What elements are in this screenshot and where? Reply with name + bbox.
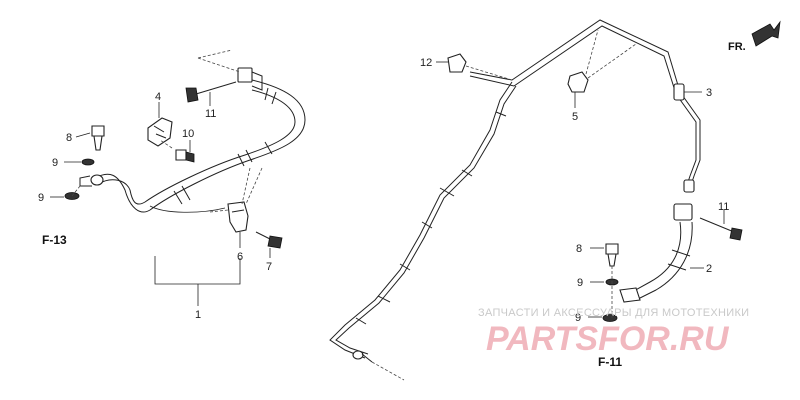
group-bracket-1 — [154, 256, 241, 306]
brake-hose-2 — [619, 203, 704, 303]
banjo-bolt-8-left — [75, 125, 105, 151]
washers-9-left — [50, 158, 95, 200]
callout-11-right: 11 — [718, 201, 729, 213]
front-label: FR. — [728, 41, 746, 53]
bolt-10 — [159, 139, 195, 163]
callout-9-right-lower: 9 — [575, 312, 581, 324]
callout-3: 3 — [706, 87, 712, 99]
ref-f13: F-13 — [42, 233, 67, 247]
callout-9-left-lower: 9 — [38, 192, 44, 204]
callout-6: 6 — [237, 251, 243, 263]
callout-4: 4 — [155, 91, 161, 103]
callout-5: 5 — [572, 111, 578, 123]
callout-12: 12 — [420, 57, 432, 69]
clip-5 — [567, 29, 637, 108]
front-direction-arrow — [751, 20, 781, 47]
bolt-7 — [255, 231, 283, 258]
callout-2: 2 — [706, 263, 712, 275]
ref-f11: F-11 — [598, 355, 622, 369]
hose-assembly-1 — [79, 67, 306, 213]
bracket-4 — [147, 102, 173, 147]
watermark-tagline: ЗАПЧАСТИ И АКСЕССУАРЫ ДЛЯ МОТОТЕХНИКИ — [478, 307, 749, 319]
callout-8-left: 8 — [66, 132, 72, 144]
clamp-6 — [209, 167, 263, 248]
callout-7: 7 — [266, 261, 272, 273]
bolt-11-left — [185, 49, 241, 106]
banjo-bolt-8-right — [590, 243, 619, 267]
clamp-12 — [436, 53, 513, 81]
callout-1: 1 — [195, 309, 201, 321]
callout-10: 10 — [182, 128, 194, 140]
callout-9-left-upper: 9 — [52, 157, 58, 169]
washers-9-right — [588, 266, 619, 322]
callout-8-right: 8 — [576, 243, 582, 255]
callout-9-right-upper: 9 — [577, 277, 583, 289]
callout-11-left: 11 — [205, 108, 216, 120]
bolt-11-right — [699, 210, 743, 241]
watermark-logo: PARTSFOR.RU — [486, 320, 730, 358]
